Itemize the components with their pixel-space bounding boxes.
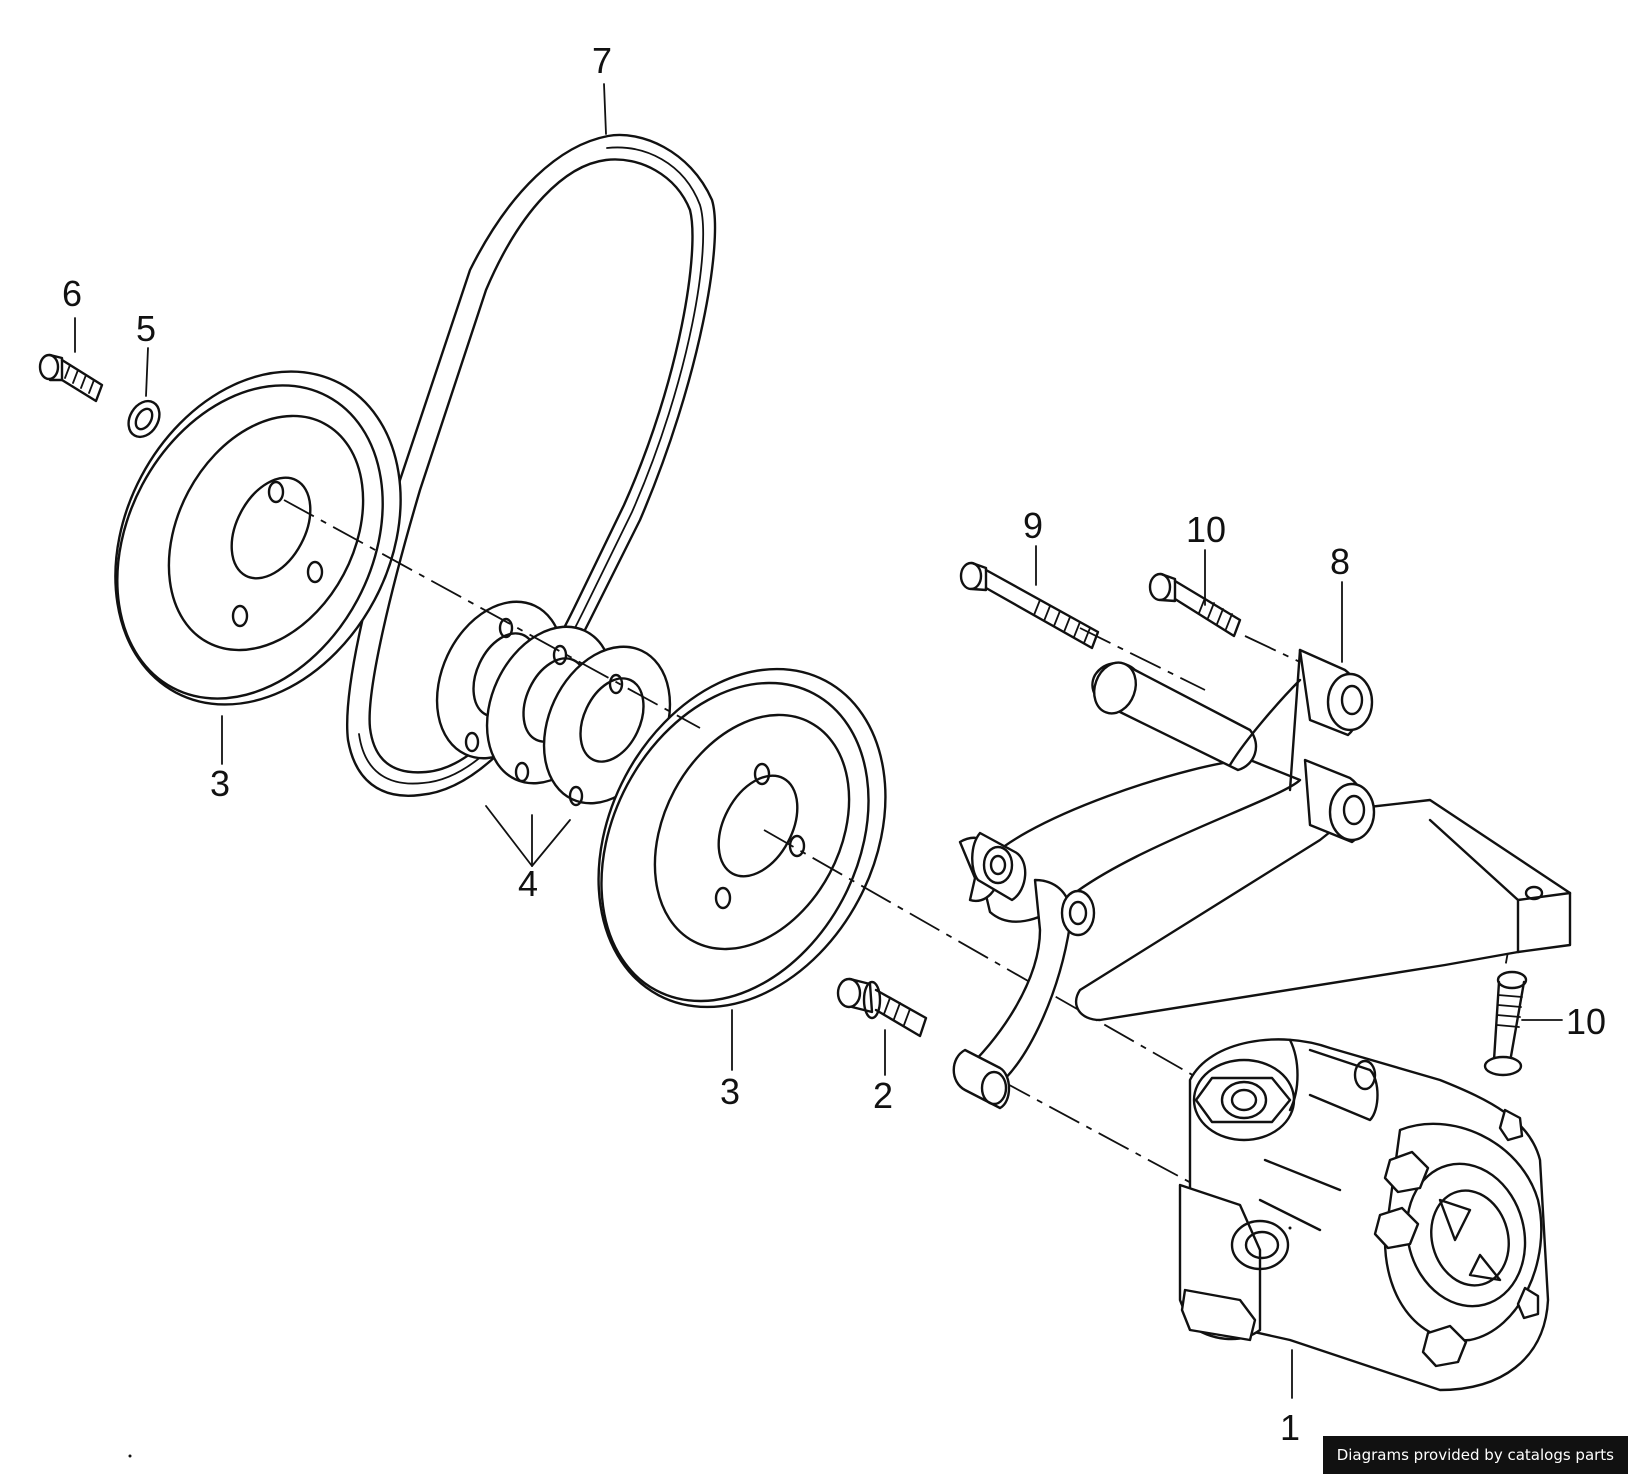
pump-bracket[interactable]: [952, 648, 1572, 1110]
alignment-lines: [283, 499, 1513, 1186]
callout-10-lower: 10: [1566, 1001, 1606, 1042]
v-belt[interactable]: [346, 133, 717, 797]
leader-lines: [74, 83, 1563, 1399]
bolt-6[interactable]: [38, 353, 104, 403]
diagram-credit-badge: Diagrams provided by catalogs parts: [1322, 1436, 1628, 1474]
callout-4: 4: [518, 863, 538, 904]
callout-6: 6: [62, 273, 82, 314]
bolt-2[interactable]: [836, 977, 928, 1038]
callout-8: 8: [1330, 541, 1350, 582]
callout-10-upper: 10: [1186, 509, 1226, 550]
callout-3-right: 3: [720, 1071, 740, 1112]
callout-2: 2: [873, 1075, 893, 1116]
pulley-right[interactable]: [542, 619, 942, 1057]
callout-1: 1: [1280, 1407, 1300, 1448]
power-steering-pump[interactable]: [1178, 1038, 1550, 1392]
callout-7: 7: [592, 40, 612, 81]
washer-5[interactable]: [122, 396, 165, 443]
bolt-10-upper[interactable]: [1148, 572, 1242, 638]
callout-3-left: 3: [210, 763, 230, 804]
bolt-10-lower[interactable]: [1483, 970, 1528, 1077]
callout-9: 9: [1023, 505, 1043, 546]
callout-labels: 6 5 7 3 4 3 2 9 10 8 10 1: [62, 40, 1606, 1448]
pulley-left[interactable]: [59, 322, 456, 755]
callout-5: 5: [136, 308, 156, 349]
bolt-9[interactable]: [959, 561, 1100, 650]
